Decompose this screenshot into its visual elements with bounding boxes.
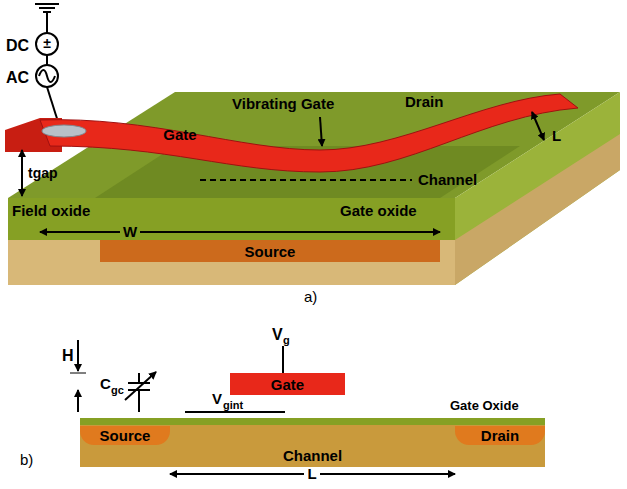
region-text: Channel xyxy=(283,447,342,464)
dimension-label: L xyxy=(552,128,561,145)
dimension-label: L xyxy=(304,466,319,483)
polarity-symbol: ± xyxy=(43,36,51,51)
region-label: Channel xyxy=(418,172,477,189)
gate-oxide-layer xyxy=(80,418,545,425)
signal-subscript: g xyxy=(283,334,290,346)
drain-region: Drain xyxy=(455,426,545,445)
source-region: Source xyxy=(100,240,440,262)
contact-pad xyxy=(42,125,86,137)
region-text: Source xyxy=(100,427,151,444)
callout-text: Vibrating Gate xyxy=(232,96,334,113)
region-text: Drain xyxy=(481,427,519,444)
dimension-label: tgap xyxy=(28,166,58,181)
vibrating-gate-beam xyxy=(40,94,578,172)
layer-label: Gate Oxide xyxy=(450,399,519,413)
capacitance-name: C xyxy=(100,376,111,393)
field-oxide-face xyxy=(8,198,455,240)
capacitance-subscript: gc xyxy=(111,384,124,396)
dimension-label: W xyxy=(120,224,140,241)
region-text: Gate xyxy=(271,376,304,393)
panel-label: b) xyxy=(20,452,33,469)
region-text: Source xyxy=(245,243,296,260)
region-text: Gate xyxy=(163,126,196,143)
layer-label: Gate oxide xyxy=(340,203,417,220)
region-label: Drain xyxy=(405,94,443,111)
source-region: Source xyxy=(80,426,170,445)
dimension-label: H xyxy=(62,347,74,365)
signal-subscript: gint xyxy=(223,399,243,411)
signal-name: V xyxy=(272,326,283,344)
gate-label-area: Gate xyxy=(150,124,210,144)
signal-name: V xyxy=(212,391,222,408)
source-label: DC xyxy=(6,37,29,55)
ground-symbol xyxy=(35,4,60,128)
channel-substrate: Channel Source Drain xyxy=(80,425,545,467)
layer-label: Field oxide xyxy=(12,203,90,220)
gate-electrode: Gate xyxy=(230,373,345,395)
source-label: AC xyxy=(6,69,29,87)
side-substrate xyxy=(455,134,620,285)
panel-label: a) xyxy=(304,289,317,306)
substrate-face xyxy=(8,240,455,285)
dimension-lines xyxy=(22,112,544,232)
